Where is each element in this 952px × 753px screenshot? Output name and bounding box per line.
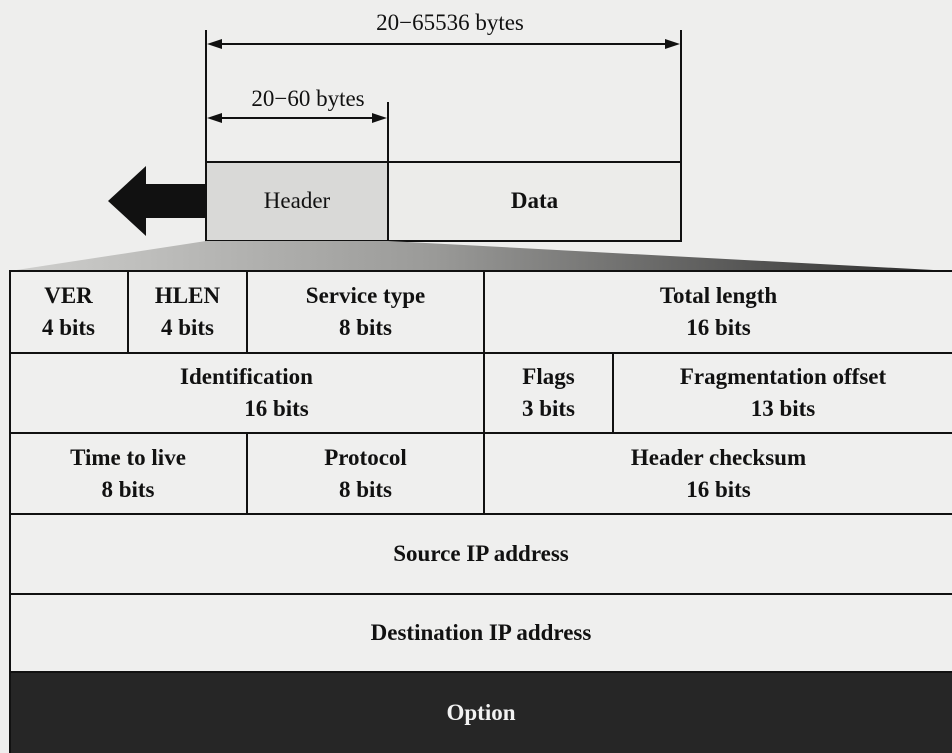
header-size-label: 20−60 bytes [251,86,365,111]
field-time-to-live-name: Time to live [70,444,186,470]
divider-flags-offset [612,352,614,433]
table-line-row1 [10,352,952,354]
table-left-edge [9,270,11,753]
field-identification-name: Identification [180,364,313,389]
field-option: Option [10,673,952,753]
field-header-checksum-name: Header checksum [630,444,807,470]
direction-arrow-icon [108,166,206,236]
divider-hlen-service [246,270,248,353]
field-ver-name: VER [44,283,93,308]
field-header-checksum: Header checksum 16 bits [485,434,952,513]
total-size-label: 20−65536 bytes [376,10,524,35]
field-source-ip-name: Source IP address [393,541,569,566]
field-header-checksum-size: 16 bits [686,476,751,502]
header-box-label: Header [263,188,331,213]
table-line-top [10,270,952,272]
field-source-ip: Source IP address [10,515,952,593]
field-service-type: Service type 8 bits [248,272,483,352]
field-flags-size: 3 bits [521,396,576,421]
table-line-row5 [10,671,952,673]
field-service-type-size: 8 bits [338,315,393,340]
table-line-row2 [10,432,952,434]
table-line-row3 [10,513,952,515]
field-flags: Flags 3 bits [485,354,612,432]
field-identification-size: 16 bits [244,396,309,421]
field-total-length: Total length 16 bits [485,272,952,352]
field-flags-name: Flags [522,364,575,389]
field-hlen: HLEN 4 bits [129,272,246,352]
field-fragmentation-offset-size: 13 bits [750,396,816,421]
data-box-label: Data [510,188,559,213]
field-option-name: Option [446,700,516,725]
field-ver-size: 4 bits [41,315,96,340]
header-table-background [10,271,952,672]
table-line-row4 [10,593,952,595]
header-expansion-fan [10,241,952,271]
field-identification: Identification 16 bits [10,354,483,432]
field-time-to-live: Time to live 8 bits [10,434,246,513]
field-hlen-size: 4 bits [160,315,215,340]
field-protocol: Protocol 8 bits [248,434,483,513]
field-service-type-name: Service type [305,283,426,308]
data-box [387,161,682,242]
field-destination-ip-name: Destination IP address [370,620,592,645]
total-size-arrowhead-left [207,39,222,49]
total-size-arrowhead-right [665,39,680,49]
option-row [10,672,952,753]
header-size-arrowhead-left [207,113,222,123]
divider-ver-hlen [127,270,129,353]
field-protocol-name: Protocol [324,444,407,470]
header-size-arrowhead-right [372,113,387,123]
field-protocol-size: 8 bits [338,476,393,502]
field-ver: VER 4 bits [10,272,127,352]
divider-ttl-protocol [246,432,248,514]
field-fragmentation-offset-name: Fragmentation offset [679,364,887,389]
field-destination-ip: Destination IP address [10,595,952,671]
divider-16bit [483,270,485,514]
field-fragmentation-offset: Fragmentation offset 13 bits [614,354,952,432]
field-total-length-size: 16 bits [686,315,751,340]
field-total-length-name: Total length [659,283,778,308]
field-time-to-live-size: 8 bits [101,476,155,502]
field-hlen-name: HLEN [154,283,221,308]
datagram-overview [10,30,952,271]
